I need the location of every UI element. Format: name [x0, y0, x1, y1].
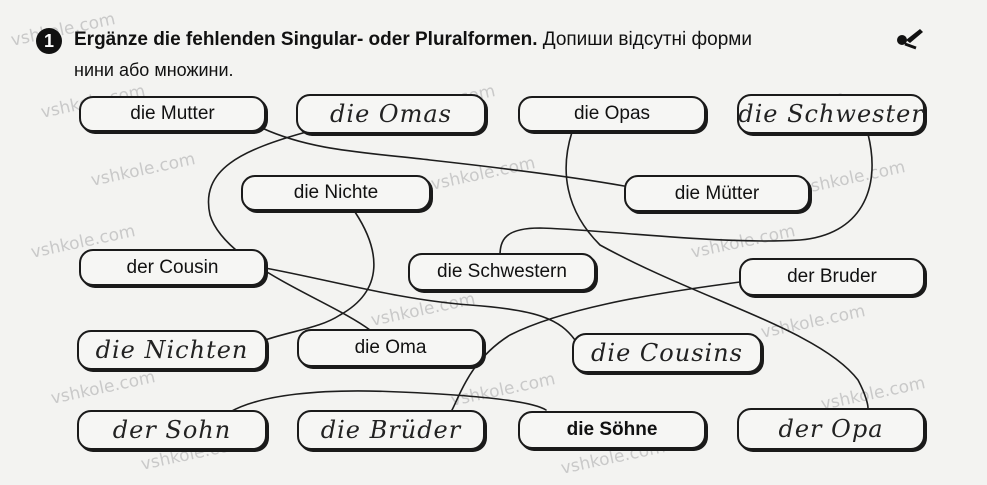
pencil-hand-icon: [897, 29, 923, 50]
word-box-die-cousins[interactable]: die Cousins: [572, 333, 762, 373]
watermark: vshkole.com: [759, 301, 868, 343]
word-box-die-nichte[interactable]: die Nichte: [241, 175, 431, 211]
task-instruction-line2: нини або множини.: [74, 60, 234, 80]
word-box-der-bruder[interactable]: der Bruder: [739, 258, 925, 296]
word-box-die-soehne[interactable]: die Söhne: [518, 411, 706, 449]
word-box-die-schwestern[interactable]: die Schwestern: [408, 253, 596, 291]
watermark: vshkole.com: [49, 367, 158, 409]
line-omas-oma: [207, 130, 371, 331]
word-box-die-nichten[interactable]: die Nichten: [77, 330, 267, 370]
task-instruction-german: Ergänze die fehlenden Singular- oder Plu…: [74, 29, 538, 50]
word-box-die-muetter[interactable]: die Mütter: [624, 175, 810, 212]
word-box-die-mutter[interactable]: die Mutter: [79, 96, 266, 132]
word-box-der-sohn[interactable]: der Sohn: [77, 410, 267, 450]
watermark: vshkole.com: [89, 149, 198, 191]
watermark: vshkole.com: [369, 289, 478, 331]
watermark: vshkole.com: [799, 157, 908, 199]
word-box-die-oma[interactable]: die Oma: [297, 329, 484, 367]
word-box-die-opas[interactable]: die Opas: [518, 96, 706, 132]
word-box-die-omas[interactable]: die Omas: [296, 94, 486, 134]
task-number-badge: 1: [36, 28, 62, 54]
watermark: vshkole.com: [429, 153, 538, 195]
word-box-die-schwester[interactable]: die Schwester: [737, 94, 925, 134]
word-box-der-opa[interactable]: der Opa: [737, 408, 925, 450]
word-box-die-brueder[interactable]: die Brüder: [297, 410, 485, 450]
task-instruction-ukrainian: Допиши відсутні форми: [542, 29, 752, 50]
watermark: vshkole.com: [689, 221, 798, 263]
word-box-der-cousin[interactable]: der Cousin: [79, 249, 266, 286]
line-nichte-nichten: [264, 211, 375, 341]
task-instruction-line1: Ergänze die fehlenden Singular- oder Plu…: [74, 29, 752, 51]
watermark: vshkole.com: [449, 369, 558, 411]
